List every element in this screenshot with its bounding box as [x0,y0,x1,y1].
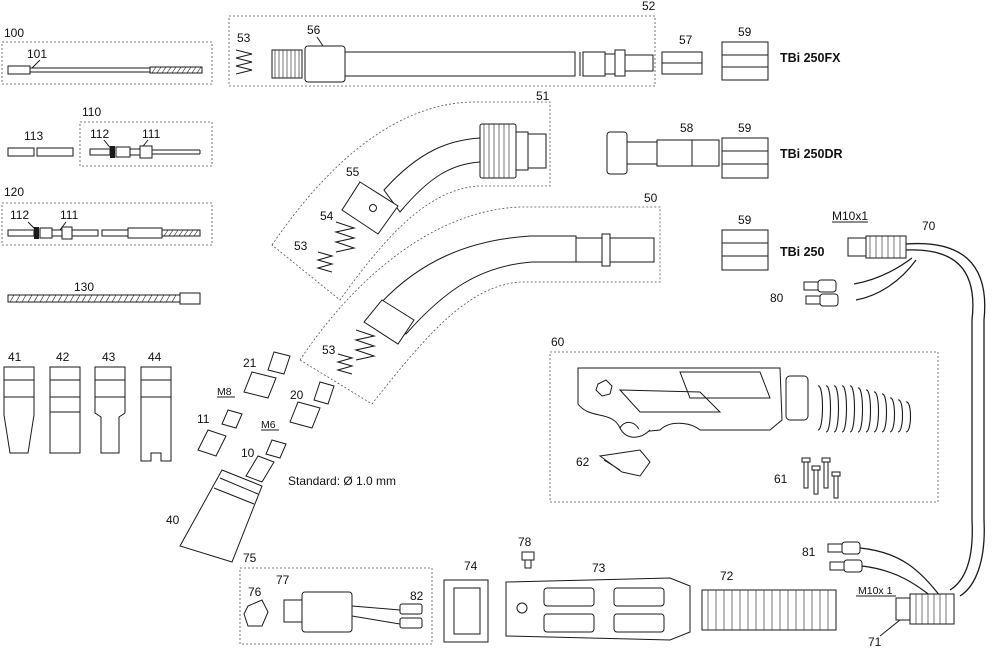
model-tbi-250dr: TBi 250DR [780,147,843,161]
label-82: 82 [410,589,424,603]
label-78: 78 [518,535,532,549]
label-43: 43 [102,350,116,364]
tips-holders: 21 M8 11 20 M6 10 Standard: Ø 1.0 mm 40 [166,351,396,563]
label-40: 40 [166,513,180,527]
neck-50-group: 50 53 [299,191,661,405]
label-81: 81 [802,545,816,559]
label-111-b: 111 [60,208,79,222]
label-53-b: 53 [294,239,308,253]
nut-74: 74 [443,559,489,643]
handle-60-group: 60 62 61 [549,335,939,503]
label-112-a: 112 [90,127,109,141]
label-61: 61 [774,472,788,486]
label-111-a: 111 [142,127,161,141]
label-77: 77 [276,573,290,587]
label-10: 10 [241,446,255,460]
label-130: 130 [74,280,94,294]
central-connector-75: 75 76 77 82 [239,551,433,645]
neck-250dr-group: 58 59 TBi 250DR [606,121,843,179]
thread-m10-bottom: M10x 1 [858,585,893,597]
model-tbi-250: TBi 250 [780,245,825,259]
label-53-a: 53 [237,31,251,45]
label-53-c: 53 [322,343,336,357]
neck-250fx-group: 52 53 56 57 [228,0,703,87]
standard-note: Standard: Ø 1.0 mm [288,474,396,488]
label-62: 62 [576,455,590,469]
spring-72: 72 [701,569,837,631]
label-51: 51 [536,89,550,103]
label-75: 75 [243,551,257,565]
gas-nozzles: 41 42 43 44 [3,350,172,462]
label-71: 71 [868,635,882,649]
model-tbi-250fx: TBi 250FX [780,51,841,65]
part-130: 130 [7,280,201,305]
label-56: 56 [307,23,321,37]
label-50: 50 [644,191,658,205]
group-100: 100 101 [1,26,213,85]
screws-61 [801,457,841,499]
label-110: 110 [82,105,101,119]
group-120: 120 112 111 [1,185,213,246]
label-74: 74 [464,559,478,573]
thread-m10-top: M10x1 [832,209,868,223]
liner-guide-59-std: 59 TBi 250 [721,213,825,271]
label-41: 41 [8,350,22,364]
label-70: 70 [922,219,936,233]
label-100: 100 [4,26,24,40]
label-101: 101 [27,47,47,61]
thread-m6: M6 [261,419,276,431]
group-110: 110 113 112 111 [7,105,213,167]
cable-assembly: M10x1 70 80 81 M10x 1 71 [770,209,986,649]
label-113: 113 [24,129,43,143]
label-59-c: 59 [738,213,752,227]
label-80: 80 [770,291,784,305]
label-54: 54 [320,209,334,223]
label-58: 58 [680,121,694,135]
label-21: 21 [243,356,257,370]
label-73: 73 [592,561,606,575]
label-42: 42 [56,350,70,364]
label-76: 76 [248,585,262,599]
handle-body-73: 78 73 [505,535,691,641]
label-60: 60 [551,335,565,349]
label-52: 52 [642,0,656,13]
liner-guide-59-fx: 59 TBi 250FX [721,25,841,81]
label-20: 20 [290,388,304,402]
label-59-a: 59 [738,25,752,39]
label-55: 55 [346,165,360,179]
label-59-b: 59 [738,121,752,135]
label-72: 72 [720,569,734,583]
label-120: 120 [4,185,24,199]
label-57: 57 [679,33,693,47]
neck-51-group: 51 55 54 53 [271,89,551,301]
label-11: 11 [197,412,210,426]
thread-m8: M8 [217,386,232,398]
label-44: 44 [148,350,162,364]
label-112-b: 112 [10,208,29,222]
